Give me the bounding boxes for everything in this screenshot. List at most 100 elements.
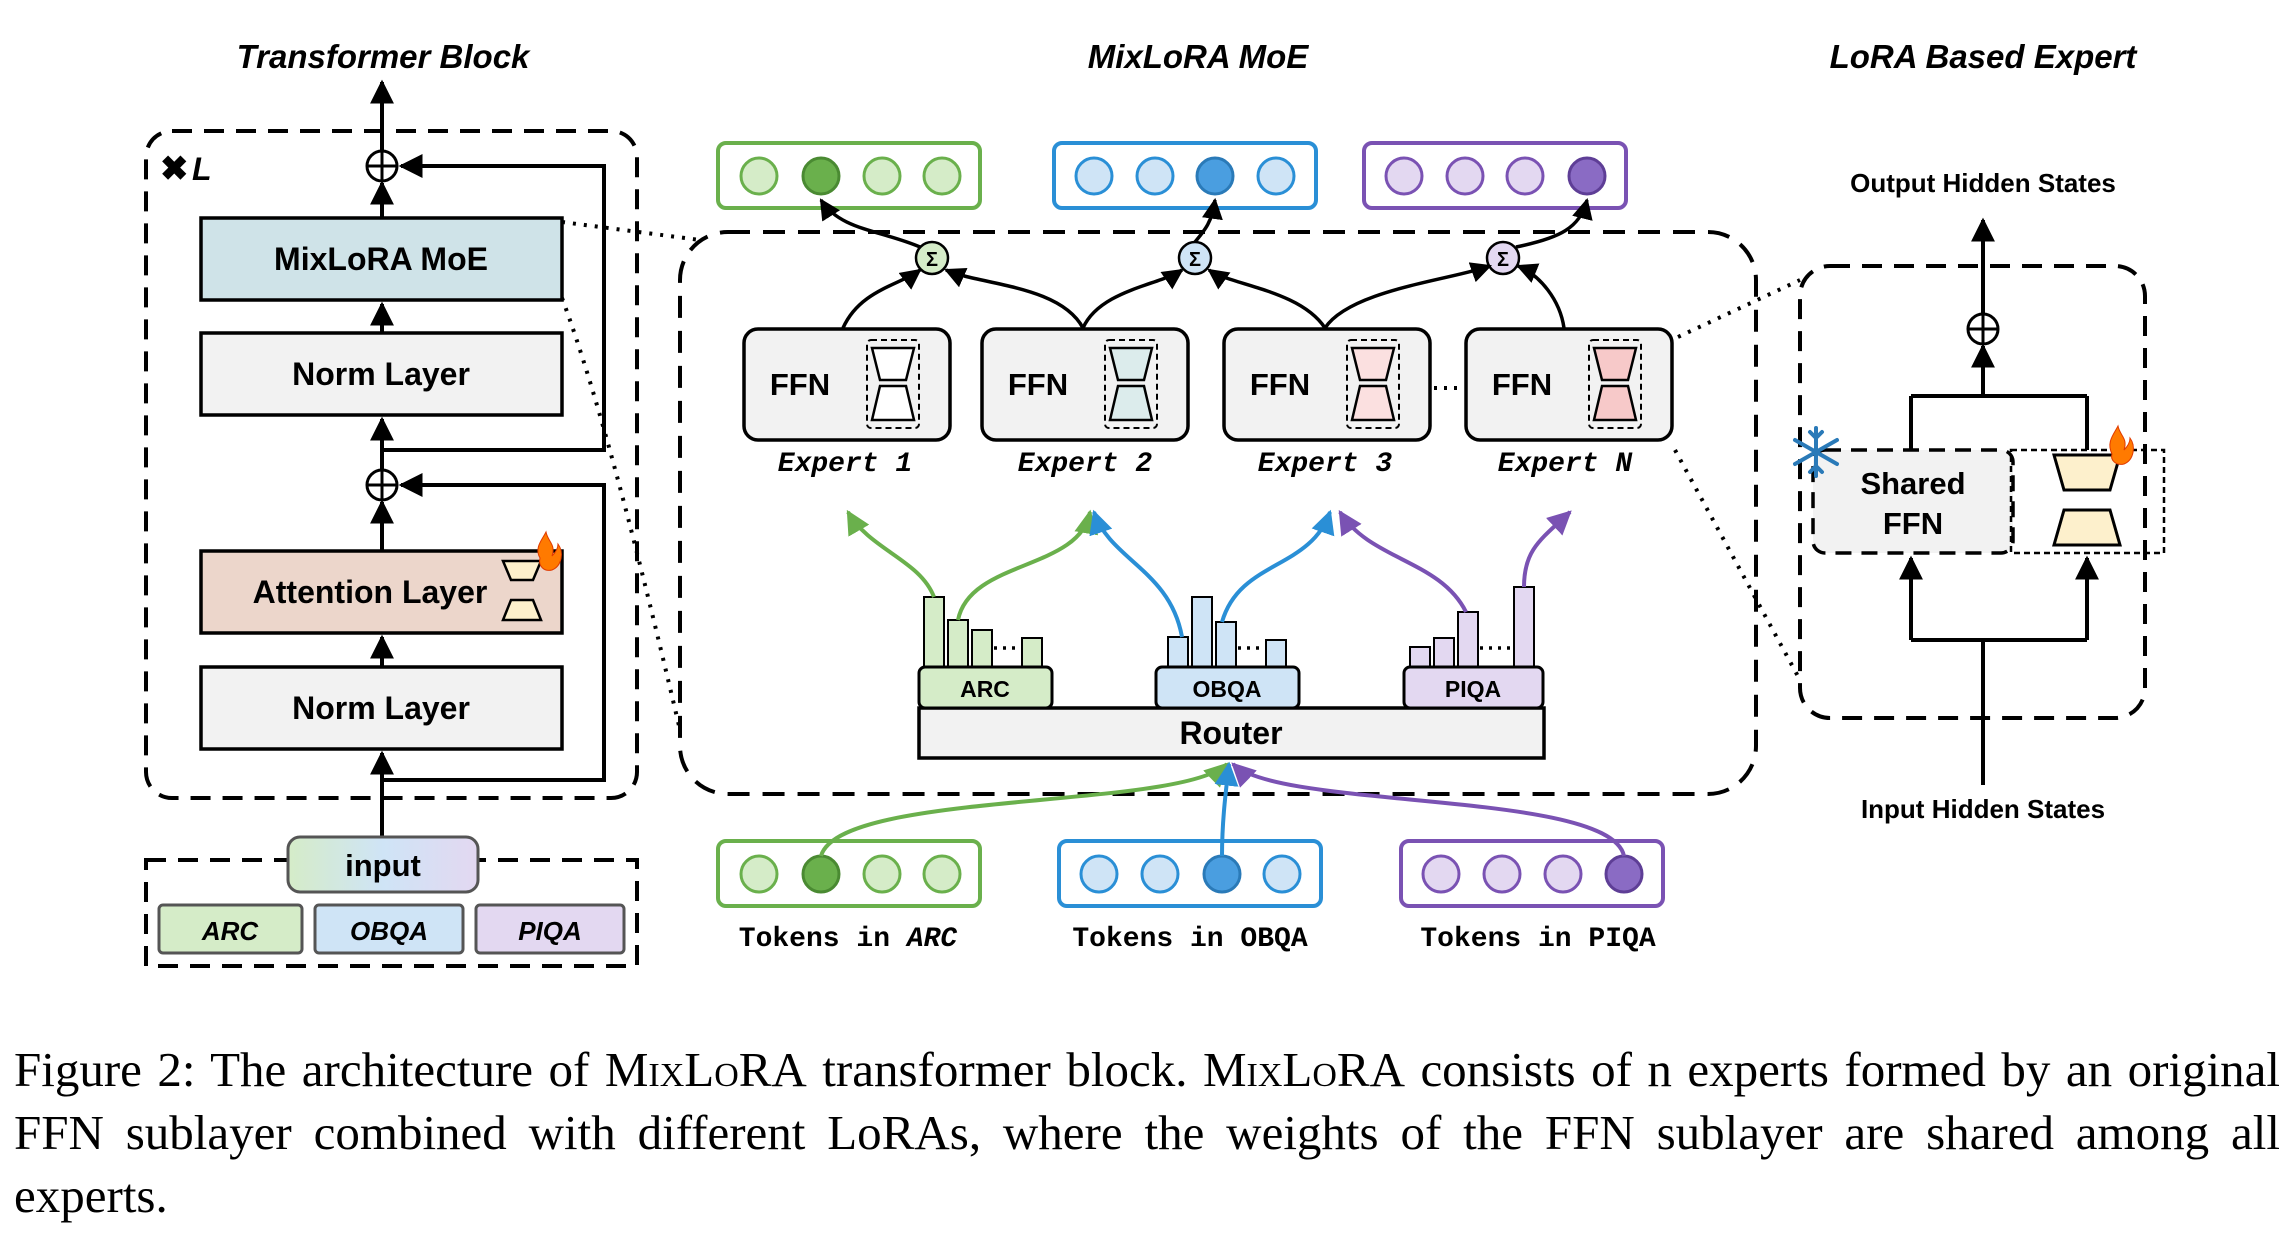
expert-3: FFN: [1222, 327, 1432, 442]
token-routing-arrow-arc: [819, 762, 1229, 857]
routing-arrow-obqa: [1220, 509, 1335, 623]
router-task-obqa-label: OBQA: [1193, 676, 1262, 702]
sum-symbol: Σ: [1189, 249, 1201, 271]
expert-1-ffn-label: FFN: [770, 367, 830, 402]
moe-dashed-frame: [678, 230, 1758, 796]
lora-b-icon: [1592, 384, 1638, 422]
mixlora-moe-layer: [199, 216, 564, 302]
input-label: input: [345, 848, 421, 883]
token-routing-arrow-piqa: [1231, 762, 1626, 857]
figure-caption: Figure 2: The architecture of MixLoRA tr…: [14, 1038, 2280, 1227]
sum-node-piqa: [1485, 240, 1521, 276]
expert-n: FFN: [1464, 327, 1674, 442]
lora-b-icon: [2052, 508, 2122, 547]
expert-n-label: Expert N: [1498, 449, 1634, 480]
output-vector-arc: [716, 141, 982, 210]
token-label-arc: Tokens in ARC: [739, 924, 958, 955]
zoom-connector: [561, 220, 701, 242]
lora-expert-panel: Output Hidden States Input Hidden States…: [1793, 168, 2166, 824]
lora-a-icon: [1592, 346, 1638, 382]
expert-1-label: Expert 1: [778, 449, 912, 480]
dataset-piqa-label: PIQA: [518, 916, 582, 946]
output-vector-obqa: [1052, 141, 1318, 210]
dataset-arc-label: ARC: [201, 916, 260, 946]
caption-name: MixLoRA: [1202, 1042, 1405, 1097]
output-hidden-states-label: Output Hidden States: [1850, 168, 2116, 198]
title-transformer-block: Transformer Block: [237, 38, 531, 75]
repeat-times-icon: ✖: [160, 150, 189, 188]
router-task-piqa-label: PIQA: [1445, 676, 1501, 702]
token-routing-arrow-obqa: [1214, 761, 1239, 857]
token-vector-arc: [716, 839, 982, 908]
trainable-flame-icon: [2109, 424, 2134, 465]
title-mixlora-moe: MixLoRA MoE: [1088, 38, 1310, 75]
router-task-arc-label: ARC: [960, 676, 1010, 702]
zoom-connector: [560, 297, 682, 731]
expert-2-label: Expert 2: [1018, 449, 1153, 480]
norm-layer-top: [199, 331, 564, 417]
dataset-obqa-label: OBQA: [350, 916, 428, 946]
output-vector-piqa: [1362, 141, 1628, 210]
frozen-snowflake-icon: [1793, 426, 1839, 478]
sum-symbol: Σ: [1497, 249, 1509, 271]
norm-layer-bottom-label: Norm Layer: [292, 690, 470, 726]
lora-adapter-frame: [2009, 448, 2166, 555]
expert-3-label: Expert 3: [1258, 449, 1393, 480]
trainable-flame-icon: [537, 530, 562, 571]
routing-arrow-obqa: [1089, 509, 1184, 638]
mixlora-moe-layer-label: MixLoRA MoE: [274, 241, 488, 277]
expert-2: FFN: [980, 327, 1190, 442]
sum-symbol: Σ: [926, 249, 938, 271]
lora-a-icon: [2052, 453, 2122, 492]
routing-arrow-piqa: [1522, 510, 1572, 588]
lora-b-icon: [1108, 384, 1154, 422]
title-lora-expert: LoRA Based Expert: [1830, 38, 2139, 75]
expert-1: FFN: [742, 327, 952, 442]
zoom-connector: [1677, 278, 1801, 339]
transformer-dashed-frame: [144, 129, 639, 800]
transformer-block: ✖ L MixLoRA MoE Norm Layer Attention Lay…: [144, 79, 639, 968]
dataset-piqa: [474, 903, 626, 955]
routing-arrow-arc: [846, 509, 936, 598]
lora-b-icon: [870, 384, 916, 422]
dataset-arc: [157, 903, 304, 955]
token-label-obqa: Tokens in OBQA: [1072, 924, 1307, 955]
caption-middle: transformer block.: [806, 1042, 1203, 1097]
caption-suffix: consists of n experts formed by an origi…: [14, 1042, 2280, 1223]
caption-name: MixLoRA: [604, 1042, 807, 1097]
router-label: Router: [1179, 715, 1282, 751]
token-vector-obqa: [1057, 839, 1323, 908]
repeat-label: L: [192, 151, 212, 187]
attention-lora-b-icon: [501, 598, 543, 622]
router-weights-obqa: OBQA: [1154, 596, 1301, 710]
expert-2-ffn-label: FFN: [1008, 367, 1068, 402]
lora-b-icon: [1350, 384, 1396, 422]
token-vector-piqa: [1399, 839, 1665, 908]
router-weights-piqa: PIQA: [1402, 586, 1545, 710]
input-dashed-frame: [144, 858, 639, 968]
routing-arrow-arc: [956, 509, 1099, 621]
lora-a-icon: [1350, 346, 1396, 382]
router-weights-arc: ARC: [917, 596, 1054, 710]
norm-layer-top-label: Norm Layer: [292, 356, 470, 392]
norm-layer-bottom: [199, 665, 564, 751]
caption-prefix: Figure 2: The architecture of: [14, 1042, 605, 1097]
input-box: [286, 835, 480, 894]
attention-layer-label: Attention Layer: [253, 574, 488, 610]
sum-node-arc: [914, 240, 950, 276]
residual-connection: [382, 473, 606, 782]
residual-connection: [382, 154, 606, 452]
routing-arrow-piqa: [1338, 509, 1468, 613]
zoom-connector: [1673, 449, 1802, 681]
shared-ffn-label-line1: Shared: [1860, 466, 1965, 501]
expert-3-ffn-label: FFN: [1250, 367, 1310, 402]
lora-a-icon: [870, 346, 916, 382]
expert-dashed-frame: [1798, 264, 2147, 720]
mixlora-moe-panel: Σ Σ Σ FFN FFN: [678, 141, 1758, 955]
dataset-obqa: [313, 903, 465, 955]
lora-a-icon: [1108, 346, 1154, 382]
architecture-diagram: Transformer Block MixLoRA MoE LoRA Based…: [144, 38, 2166, 968]
input-hidden-states-label: Input Hidden States: [1861, 794, 2105, 824]
shared-ffn-label-line2: FFN: [1883, 506, 1943, 541]
token-label-piqa: Tokens in PIQA: [1420, 924, 1655, 955]
